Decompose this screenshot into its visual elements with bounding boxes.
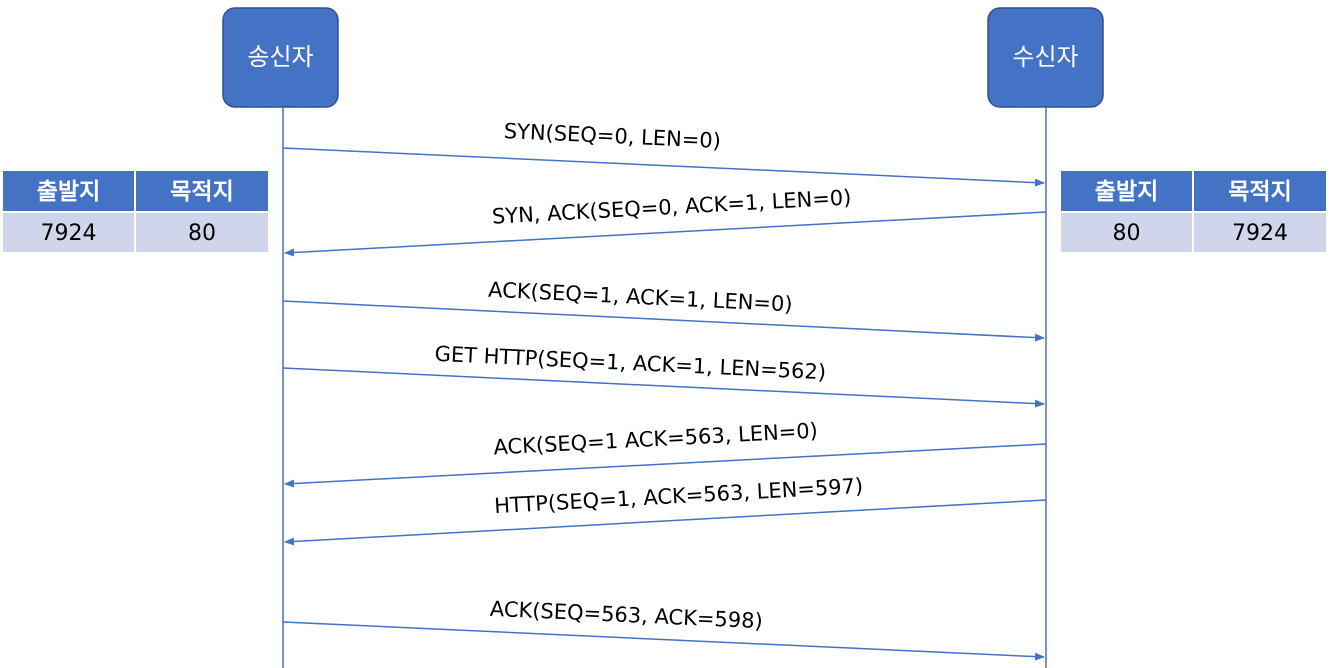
message-6-arrow xyxy=(284,499,1047,546)
message-1: SYN(SEQ=0, LEN=0) xyxy=(282,119,1045,187)
receiver-table-cell-destination xyxy=(1194,213,1326,252)
receiver-actor-box xyxy=(987,7,1104,108)
sender-table-destination-port: 80 xyxy=(188,221,216,246)
message-4-arrow xyxy=(282,367,1045,408)
message-3-label: ACK(SEQ=1, ACK=1, LEN=0) xyxy=(488,278,793,317)
receiver-table-destination-port: 7924 xyxy=(1232,221,1288,246)
sender-table-cell-destination xyxy=(136,213,268,252)
receiver-table-header-destination-label: 목적지 xyxy=(1228,179,1291,205)
sender-table-header-source-label: 출발지 xyxy=(37,179,100,205)
message-3-arrow xyxy=(282,300,1045,342)
message-1-label: SYN(SEQ=0, LEN=0) xyxy=(503,119,721,153)
message-3: ACK(SEQ=1, ACK=1, LEN=0) xyxy=(282,278,1045,342)
message-1-arrow xyxy=(282,147,1045,187)
sender-table-header-destination xyxy=(136,171,268,211)
receiver-table-header-source-label: 출발지 xyxy=(1095,179,1158,205)
sender-actor-box xyxy=(222,7,339,108)
sender-port-table: 출발지 목적지 7924 80 xyxy=(3,171,268,252)
message-5: ACK(SEQ=1 ACK=563, LEN=0) xyxy=(284,419,1047,488)
message-7: ACK(SEQ=563, ACK=598) xyxy=(282,597,1045,661)
message-5-arrow xyxy=(284,443,1047,488)
sender-table-cell-source xyxy=(3,213,134,252)
receiver-table-header-destination xyxy=(1194,171,1326,211)
message-6-label: HTTP(SEQ=1, ACK=563, LEN=597) xyxy=(494,474,864,518)
sender-actor-label: 송신자 xyxy=(247,43,313,71)
receiver-actor-label: 수신자 xyxy=(1012,43,1078,71)
message-7-label: ACK(SEQ=563, ACK=598) xyxy=(489,597,763,634)
message-2: SYN, ACK(SEQ=0, ACK=1, LEN=0) xyxy=(284,185,1047,257)
sender-table-header-destination-label: 목적지 xyxy=(170,179,233,205)
receiver-port-table: 출발지 목적지 80 7924 xyxy=(1061,171,1326,252)
message-5-label: ACK(SEQ=1 ACK=563, LEN=0) xyxy=(493,419,818,460)
receiver-table-header-source xyxy=(1061,171,1192,211)
message-6: HTTP(SEQ=1, ACK=563, LEN=597) xyxy=(284,474,1047,546)
receiver-actor: 수신자 xyxy=(987,7,1104,108)
sender-table-header-source xyxy=(3,171,134,211)
message-2-label: SYN, ACK(SEQ=0, ACK=1, LEN=0) xyxy=(491,185,852,228)
sender-table-source-port: 7924 xyxy=(41,221,97,246)
receiver-table-source-port: 80 xyxy=(1113,221,1141,246)
receiver-table-cell-source xyxy=(1061,213,1192,252)
message-7-arrow xyxy=(282,621,1045,661)
sender-actor: 송신자 xyxy=(222,7,339,108)
message-2-arrow xyxy=(284,211,1047,257)
message-4: GET HTTP(SEQ=1, ACK=1, LEN=562) xyxy=(282,342,1045,408)
